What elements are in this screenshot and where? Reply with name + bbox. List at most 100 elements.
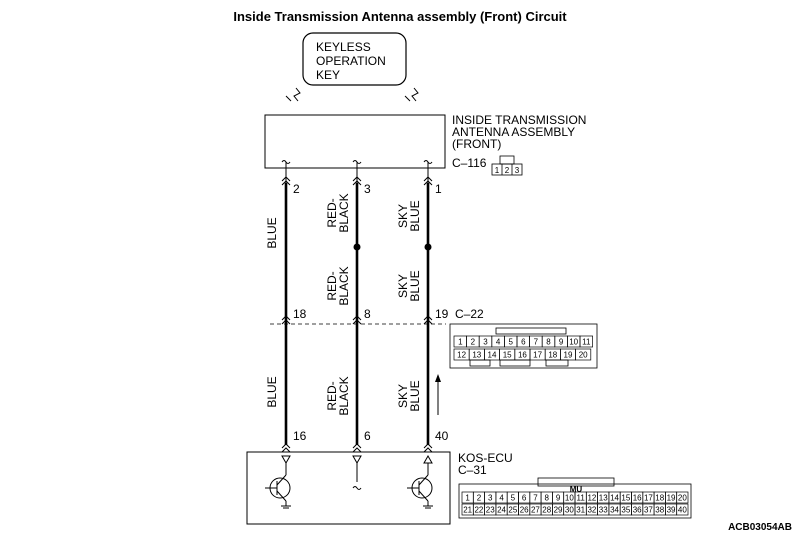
connector-chevrons-mid bbox=[281, 315, 433, 325]
wire-color-label: SKY bbox=[396, 274, 410, 298]
connector-pin-number: 16 bbox=[518, 351, 527, 360]
connector-pin-number: 11 bbox=[582, 338, 591, 347]
wire-color-label: RED- bbox=[325, 271, 339, 300]
terminal-marks-top bbox=[281, 160, 433, 183]
pin-number: 18 bbox=[293, 307, 307, 321]
connector-pin-number: 21 bbox=[463, 506, 472, 515]
wire-color-label: BLACK bbox=[337, 193, 351, 232]
connector-pin-number: 38 bbox=[655, 506, 664, 515]
connector-pin-number: 7 bbox=[534, 338, 539, 347]
wire-color-label: BLUE bbox=[265, 376, 279, 407]
signal-direction-arrow bbox=[435, 374, 441, 415]
connector-pin-number: 7 bbox=[533, 494, 538, 503]
connector-pin-number: 14 bbox=[488, 351, 497, 360]
key-label-line2: OPERATION bbox=[316, 54, 386, 68]
connector-pin-number: 10 bbox=[565, 494, 574, 503]
connector-pin-number: 32 bbox=[587, 506, 596, 515]
connector-pin-number: 27 bbox=[531, 506, 540, 515]
wire-color-label: BLUE bbox=[408, 380, 422, 411]
keyless-key-box bbox=[302, 32, 407, 86]
wire-color-label: BLUE bbox=[265, 217, 279, 248]
connector-pin-number: 8 bbox=[545, 494, 550, 503]
antenna-label-line2: ANTENNA ASSEMBLY bbox=[452, 125, 575, 139]
connector-pin-number: 11 bbox=[576, 494, 585, 503]
pin-number: 1 bbox=[435, 182, 442, 196]
connector-pin-number: 1 bbox=[458, 338, 463, 347]
connector-pin-number: 25 bbox=[508, 506, 517, 515]
wire-color-label: BLACK bbox=[337, 376, 351, 415]
connector-pin-number: 8 bbox=[546, 338, 551, 347]
connector-c31-icon bbox=[458, 477, 692, 519]
wire-group bbox=[284, 183, 430, 445]
connector-pin-number: 18 bbox=[548, 351, 557, 360]
pin-number: 2 bbox=[293, 182, 300, 196]
key-label-line1: KEYLESS bbox=[316, 40, 371, 54]
wire-color-label: BLUE bbox=[408, 200, 422, 231]
connector-pin-number: 12 bbox=[457, 351, 466, 360]
connector-pin-number: 35 bbox=[621, 506, 630, 515]
connector-pin-number: 3 bbox=[483, 338, 488, 347]
connector-chevrons-bottom bbox=[281, 443, 433, 453]
figure-code: ACB03054AB bbox=[728, 522, 792, 533]
c31-key-tag: MU bbox=[570, 485, 583, 494]
splice-dot bbox=[353, 243, 361, 251]
connector-pin-number: 10 bbox=[569, 338, 578, 347]
c116-pin: 2 bbox=[505, 166, 510, 175]
connector-pin-number: 6 bbox=[521, 338, 526, 347]
c116-pin: 1 bbox=[495, 166, 500, 175]
pin-number: 8 bbox=[364, 307, 371, 321]
wire-color-label: RED- bbox=[325, 381, 339, 410]
connector-pin-number: 28 bbox=[542, 506, 551, 515]
radio-wave-icon bbox=[285, 87, 301, 102]
connector-pin-number: 33 bbox=[599, 506, 608, 515]
connector-pin-number: 13 bbox=[472, 351, 481, 360]
connector-pin-cell bbox=[575, 348, 592, 361]
wire-color-label: BLACK bbox=[337, 266, 351, 305]
connector-pin-number: 1 bbox=[465, 494, 470, 503]
diagram-title: Inside Transmission Antenna assembly (Fr… bbox=[233, 9, 567, 24]
connector-c22-label: C–22 bbox=[455, 307, 484, 321]
c116-pin: 3 bbox=[515, 166, 520, 175]
connector-pin-number: 12 bbox=[587, 494, 596, 503]
wire-color-label: SKY bbox=[396, 204, 410, 228]
connector-pin-number: 18 bbox=[655, 494, 664, 503]
connector-pin-number: 20 bbox=[678, 494, 687, 503]
connector-pin-number: 15 bbox=[621, 494, 630, 503]
connector-pin-number: 23 bbox=[486, 506, 495, 515]
connector-pin-number: 5 bbox=[508, 338, 513, 347]
connector-pin-cell bbox=[676, 491, 689, 504]
antenna-assembly-box bbox=[264, 114, 446, 169]
connector-pin-number: 14 bbox=[610, 494, 619, 503]
connector-pin-number: 37 bbox=[644, 506, 653, 515]
radio-wave-icon bbox=[404, 87, 419, 102]
pin-number: 16 bbox=[293, 429, 307, 443]
connector-c31-label: C–31 bbox=[458, 463, 487, 477]
connector-pin-number: 4 bbox=[499, 494, 504, 503]
wire-color-label: BLUE bbox=[408, 270, 422, 301]
wire-color-label: SKY bbox=[396, 384, 410, 408]
connector-pin-number: 6 bbox=[522, 494, 527, 503]
connector-pin-number: 17 bbox=[644, 494, 653, 503]
connector-pin-number: 4 bbox=[496, 338, 501, 347]
connector-pin-number: 13 bbox=[599, 494, 608, 503]
connector-pin-number: 39 bbox=[667, 506, 676, 515]
antenna-label-line1: INSIDE TRANSMISSION bbox=[452, 113, 586, 127]
connector-c116-label: C–116 bbox=[452, 156, 487, 170]
ecu-label: KOS-ECU bbox=[458, 451, 513, 465]
connector-pin-number: 19 bbox=[564, 351, 573, 360]
connector-c116-icon: 1 2 3 bbox=[491, 155, 523, 176]
connector-pin-number: 29 bbox=[554, 506, 563, 515]
pin-number: 40 bbox=[435, 429, 449, 443]
connector-pin-cell bbox=[676, 503, 689, 516]
connector-pin-number: 34 bbox=[610, 506, 619, 515]
connector-chevrons-top bbox=[281, 176, 433, 186]
connector-pin-number: 40 bbox=[678, 506, 687, 515]
connector-pin-number: 16 bbox=[633, 494, 642, 503]
connector-pin-number: 31 bbox=[576, 506, 585, 515]
connector-pin-number: 22 bbox=[474, 506, 483, 515]
connector-pin-cell bbox=[579, 335, 593, 348]
